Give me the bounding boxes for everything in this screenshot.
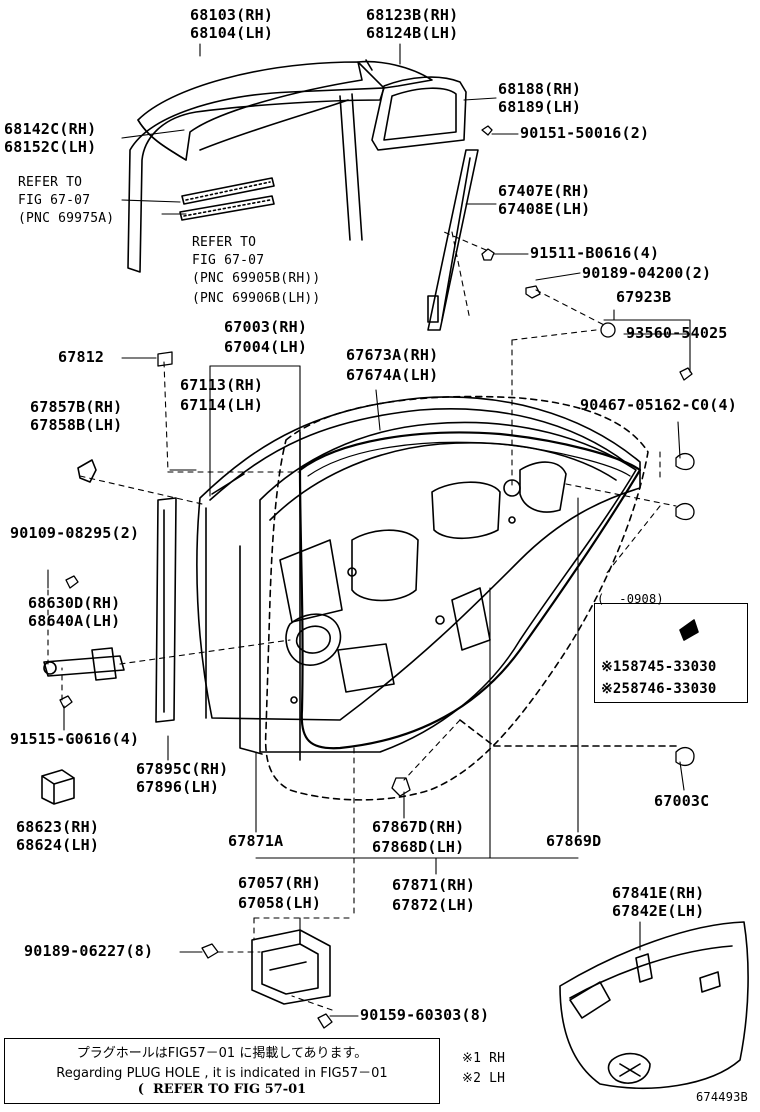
label-67857b: 67857B(RH) (30, 398, 123, 416)
quarter-frame (371, 76, 467, 151)
leader-lines (47, 43, 691, 1017)
label-90189-04200: 90189-04200(2) (582, 264, 712, 282)
door-panel (196, 396, 641, 761)
label-67869d: 67869D (546, 832, 602, 850)
label-67003: 67003(RH) (224, 318, 308, 336)
notice-line-jp: プラグホールはFIG57－01 に掲載してあります。 (76, 1046, 368, 1061)
label-67113: 67113(RH) (180, 376, 264, 394)
label-67867d: 67867D(RH) (372, 818, 465, 836)
label-67858b: 67858B(LH) (30, 416, 123, 434)
label-68142c: 68142C(RH) (4, 120, 97, 138)
label-68152c: 68152C(LH) (4, 138, 97, 156)
label-68124b: 68124B(LH) (366, 24, 459, 42)
door-lock (251, 929, 331, 1005)
label-68189: 68189(LH) (498, 98, 582, 116)
label-67674a: 67674A(LH) (346, 366, 439, 384)
rear-channel (427, 149, 479, 331)
label-67004: 67004(LH) (224, 338, 308, 356)
refer-note-2-pnc-lh: (PNC 69906B(LH)) (192, 291, 321, 306)
refer-note-1-fig: FIG 67-07 (18, 193, 91, 208)
label-90159: 90159-60303(8) (360, 1006, 490, 1024)
label-91511: 91511-B0616(4) (530, 244, 660, 262)
quarter-glass (357, 59, 433, 89)
label-91515: 91515-G0616(4) (10, 730, 140, 748)
legend-lh: ※2 LH (462, 1071, 506, 1086)
belt-moldings (179, 177, 275, 221)
label-90151: 90151-50016(2) (520, 124, 650, 142)
glass-run (127, 87, 385, 273)
notice-line-refer: ( REFER TO FIG 57-01 (137, 1082, 307, 1097)
refer-note-1-pnc: (PNC 69975A) (18, 211, 115, 226)
label-93560: 93560-54025 (626, 324, 728, 342)
plug-hole-notice: プラグホールはFIG57－01 に掲載してあります。 Regarding PLU… (4, 1038, 440, 1104)
refer-note-1: REFER TO (18, 175, 83, 190)
label-90467: 90467-05162-C0(4) (580, 396, 737, 414)
label-68103: 68103(RH) (190, 6, 274, 24)
inset-part-rh: ※158745-33030 (601, 659, 717, 675)
label-90189-06227: 90189-06227(8) (24, 942, 154, 960)
label-68188: 68188(RH) (498, 80, 582, 98)
plug-icon (679, 619, 699, 641)
label-68630d: 68630D(RH) (28, 594, 121, 612)
label-67871a: 67871A (228, 832, 284, 850)
legend-rh: ※1 RH (462, 1051, 506, 1066)
label-68104: 68104(LH) (190, 24, 274, 42)
door-trim-board (559, 921, 749, 1089)
inset-part-lh: ※258746-33030 (601, 681, 717, 697)
label-67812: 67812 (58, 348, 105, 366)
label-90109: 90109-08295(2) (10, 524, 140, 542)
label-68640a: 68640A(LH) (28, 612, 121, 630)
refer-note-2-pnc-rh: (PNC 69905B(RH)) (192, 271, 321, 286)
door-frame-dashed (459, 719, 677, 747)
date-range-inset: ( -0908) ※158745-33030 ※258746-33030 (594, 592, 748, 703)
hole-cover (41, 769, 75, 805)
figure-code: 674493B (696, 1090, 748, 1104)
refer-note-2: REFER TO (192, 235, 257, 250)
label-67895c: 67895C(RH) (136, 760, 229, 778)
label-67673a: 67673A(RH) (346, 346, 439, 364)
opening-trim-dashed (264, 395, 649, 801)
label-67407e: 67407E(RH) (498, 182, 591, 200)
label-67871: 67871(RH) (392, 876, 476, 894)
door-check (43, 647, 125, 681)
label-67057: 67057(RH) (238, 874, 322, 892)
notice-line-en: Regarding PLUG HOLE , it is indicated in… (56, 1066, 388, 1081)
label-68624: 68624(LH) (16, 836, 100, 854)
screw-bolts (59, 125, 695, 1029)
label-67842e: 67842E(LH) (612, 902, 705, 920)
label-67408e: 67408E(LH) (498, 200, 591, 218)
label-67058: 67058(LH) (238, 894, 322, 912)
label-67872: 67872(LH) (392, 896, 476, 914)
door-weatherstrip (298, 431, 642, 750)
label-68123b: 68123B(RH) (366, 6, 459, 24)
refer-note-2-fig: FIG 67-07 (192, 253, 265, 268)
belt-weatherstrip (155, 497, 177, 723)
inset-date: ( -0908) (597, 592, 664, 606)
label-67896: 67896(LH) (136, 778, 220, 796)
label-68623: 68623(RH) (16, 818, 100, 836)
label-67003c: 67003C (654, 792, 710, 810)
label-67868d: 67868D(LH) (372, 838, 465, 856)
door-glass (137, 61, 363, 161)
label-67923b: 67923B (616, 288, 672, 306)
label-67841e: 67841E(RH) (612, 884, 705, 902)
label-67114: 67114(LH) (180, 396, 264, 414)
dashed-relation-lines (47, 231, 677, 1011)
